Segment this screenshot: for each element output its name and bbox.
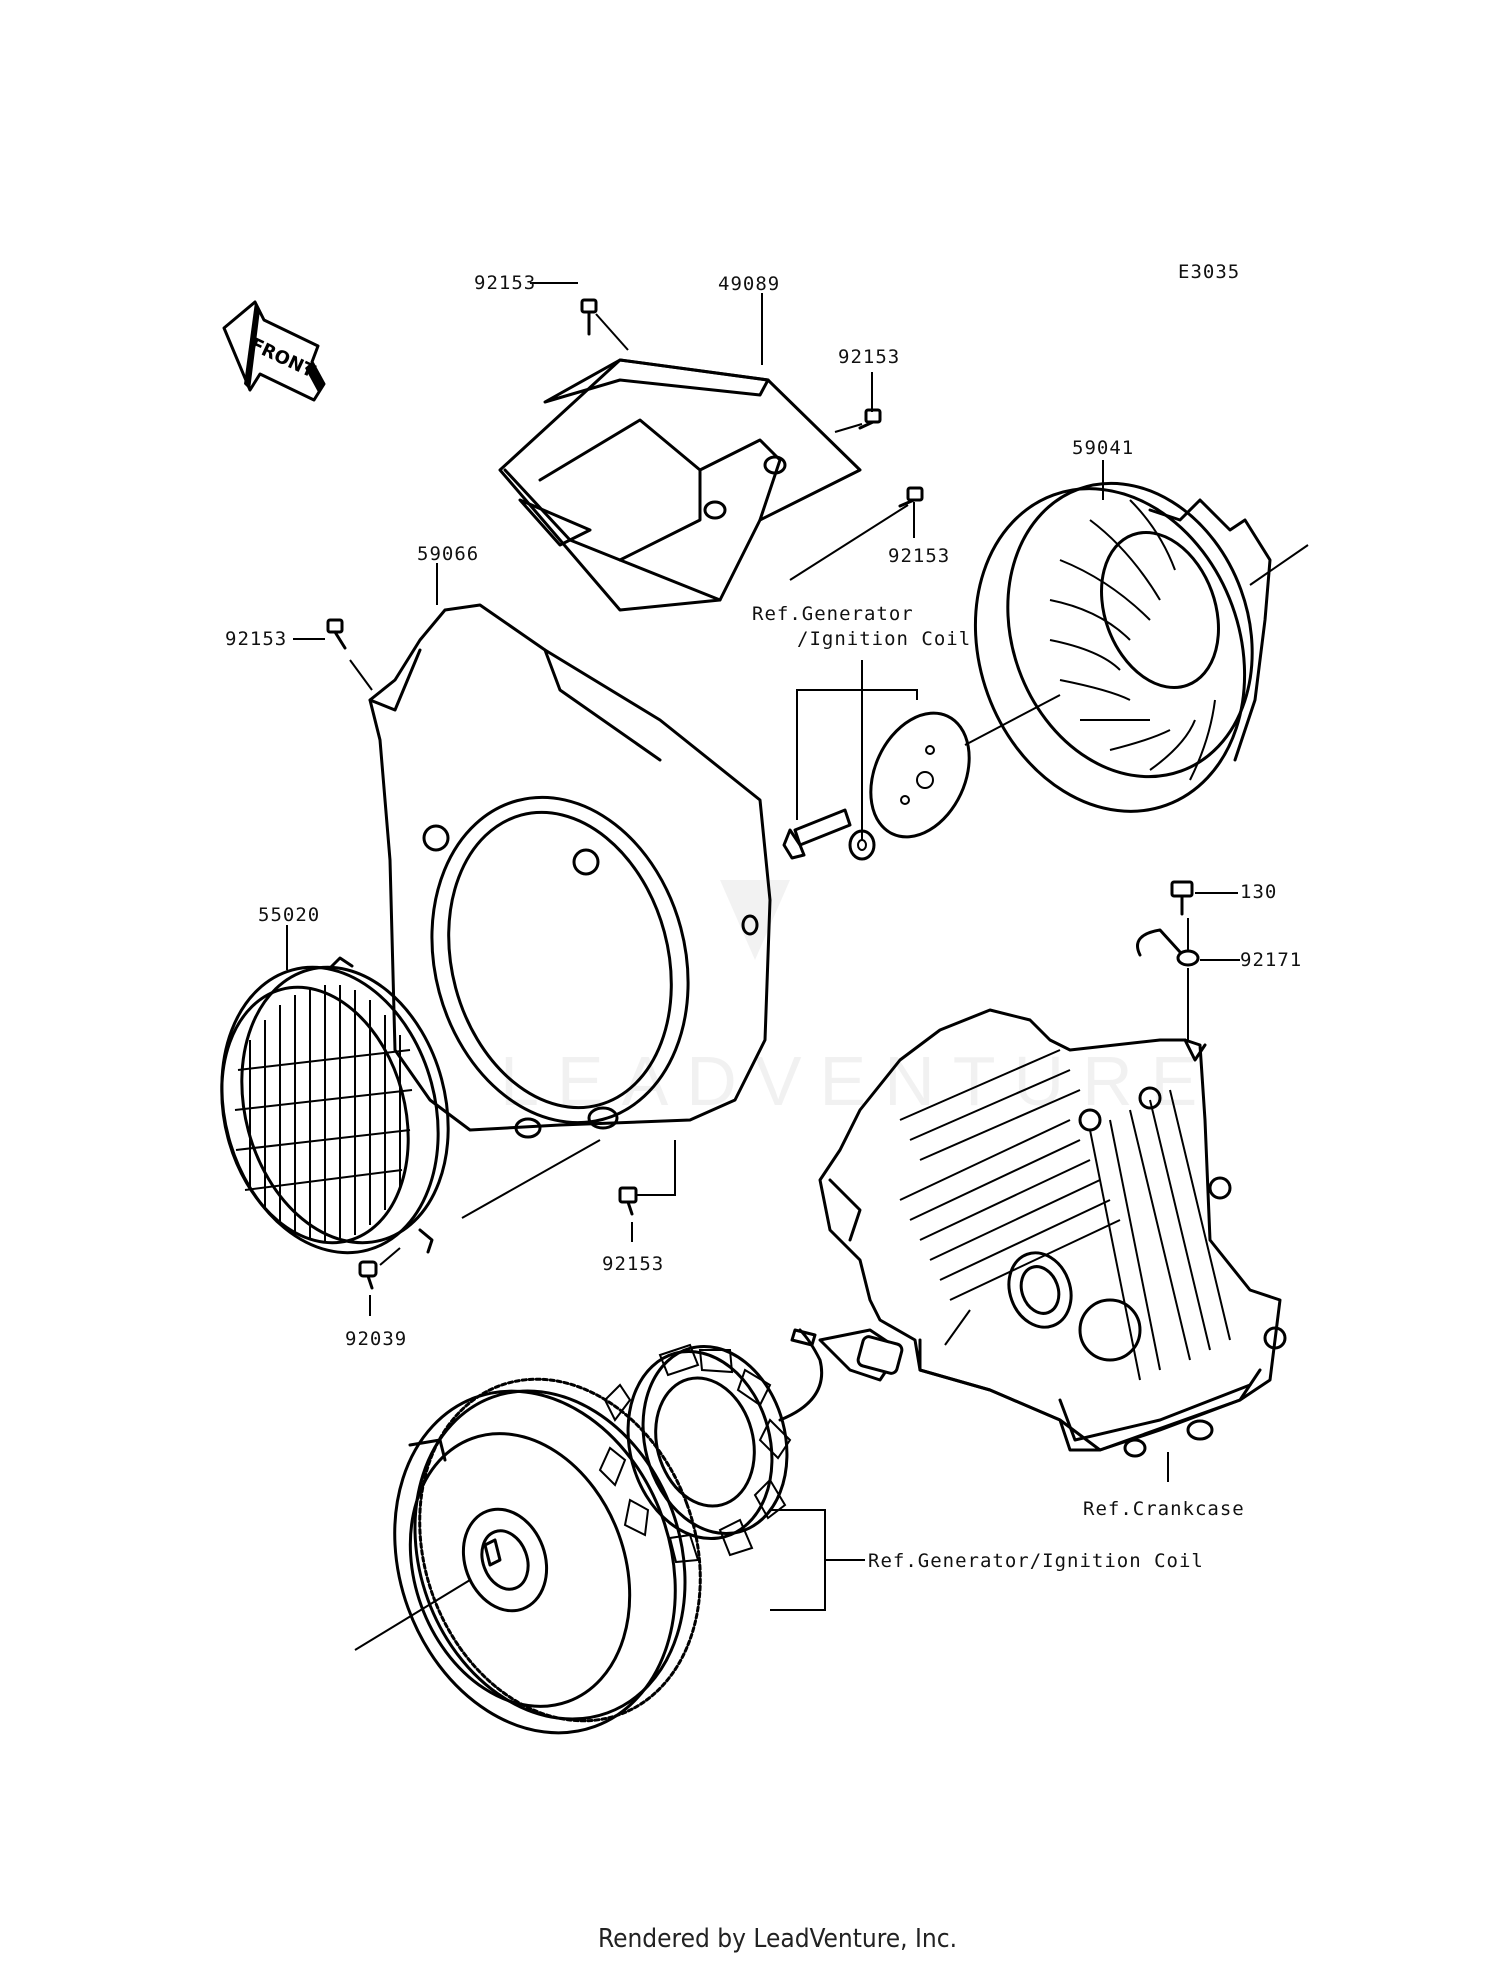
hub-plate-part [869,711,971,839]
flywheel-part [393,1377,702,1735]
bolt-part [782,808,852,860]
shroud-part [498,358,862,612]
callout-clamp: 92171 [1240,949,1302,971]
bolt-130-icon [1170,880,1194,916]
washer-part [848,829,876,861]
callout-fan: 59041 [1072,437,1134,459]
clamp-icon [1136,928,1200,967]
watermark-text: LEADVENTURE [500,1042,1215,1120]
callout-screw: 92039 [345,1328,407,1350]
leadventure-watermark: LEADVENTURE [500,880,1215,1120]
fan-part [973,481,1272,813]
screw-icon [358,1260,378,1290]
callout-bolt-top-left: 92153 [474,272,536,294]
callout-bolt-top-right: 92153 [838,346,900,368]
bolt-icon [898,486,924,508]
callout-shroud: 49089 [718,273,780,295]
screen-part [220,956,450,1255]
bolt-icon [618,1186,638,1216]
bolt-icon [326,618,347,650]
front-arrow-icon: FRONT [222,300,326,402]
callout-screen: 55020 [258,904,320,926]
ref-generator-lower: Ref.Generator/Ignition Coil [868,1550,1204,1572]
callout-fan-housing: 59066 [417,543,479,565]
footer-credit: Rendered by LeadVenture, Inc. [598,1924,957,1954]
callout-bolt-left: 92153 [225,628,287,650]
stator-part [598,1328,904,1564]
ref-generator-upper-line2: /Ignition Coil [797,628,971,650]
diagram-code: E3035 [1178,261,1240,283]
bolt-icon [580,298,598,336]
callout-bolt-bottom: 92153 [602,1253,664,1275]
callout-bolt-top-right-lower: 92153 [888,545,950,567]
ref-generator-upper-line1: Ref.Generator [752,603,914,625]
fan-housing-part [368,603,772,1139]
callout-bolt-130: 130 [1240,881,1277,903]
crankcase-part [818,1008,1287,1458]
ref-crankcase: Ref.Crankcase [1083,1498,1245,1520]
bolt-icon [858,408,882,430]
